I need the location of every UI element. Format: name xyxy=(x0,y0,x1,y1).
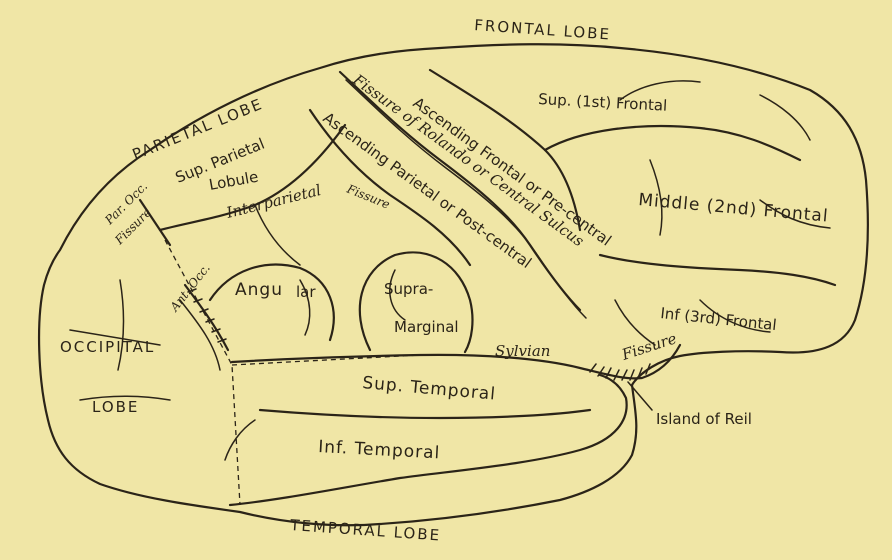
superior-temporal-sulcus xyxy=(260,410,590,418)
label-supramarginal-a: Supra- xyxy=(384,280,433,298)
label-ascending-frontal: Ascending Frontal or Pre-central xyxy=(410,94,615,250)
island-pointer xyxy=(628,382,652,410)
label-sup-temporal: Sup. Temporal xyxy=(362,373,497,405)
label-ant-occ: Ant. Occ. xyxy=(167,261,213,314)
label-middle-frontal: Middle (2nd) Frontal xyxy=(638,190,830,227)
label-inf-temporal: Inf. Temporal xyxy=(318,437,441,463)
label-supramarginal-b: Marginal xyxy=(394,318,459,336)
label-occipital: OCCIPITAL xyxy=(60,338,155,356)
label-sylvian: Sylvian xyxy=(495,342,550,360)
temporal-branch xyxy=(225,420,255,460)
label-occipital-lobe: LOBE xyxy=(92,398,139,416)
label-angular-b: lar xyxy=(296,283,316,301)
label-island-of-reil: Island of Reil xyxy=(656,410,752,428)
label-frontal-lobe: FRONTAL LOBE xyxy=(474,16,612,44)
inferior-frontal-sulcus xyxy=(600,255,835,285)
occipital-sulcus xyxy=(180,300,220,370)
label-sup-frontal: Sup. (1st) Frontal xyxy=(538,90,668,115)
intraparietal-branch xyxy=(255,205,300,265)
brain-outline xyxy=(39,44,868,525)
occipital-sulcus xyxy=(118,280,124,370)
supramarginal-curve xyxy=(360,252,473,352)
frontal-branch xyxy=(760,95,810,140)
label-inf-frontal: Inf (3rd) Frontal xyxy=(660,304,778,334)
superior-frontal-sulcus xyxy=(545,126,800,160)
label-angular-a: Angu xyxy=(235,280,283,300)
label-fissure-small: Fissure xyxy=(344,181,392,211)
angular-curve xyxy=(210,265,334,340)
